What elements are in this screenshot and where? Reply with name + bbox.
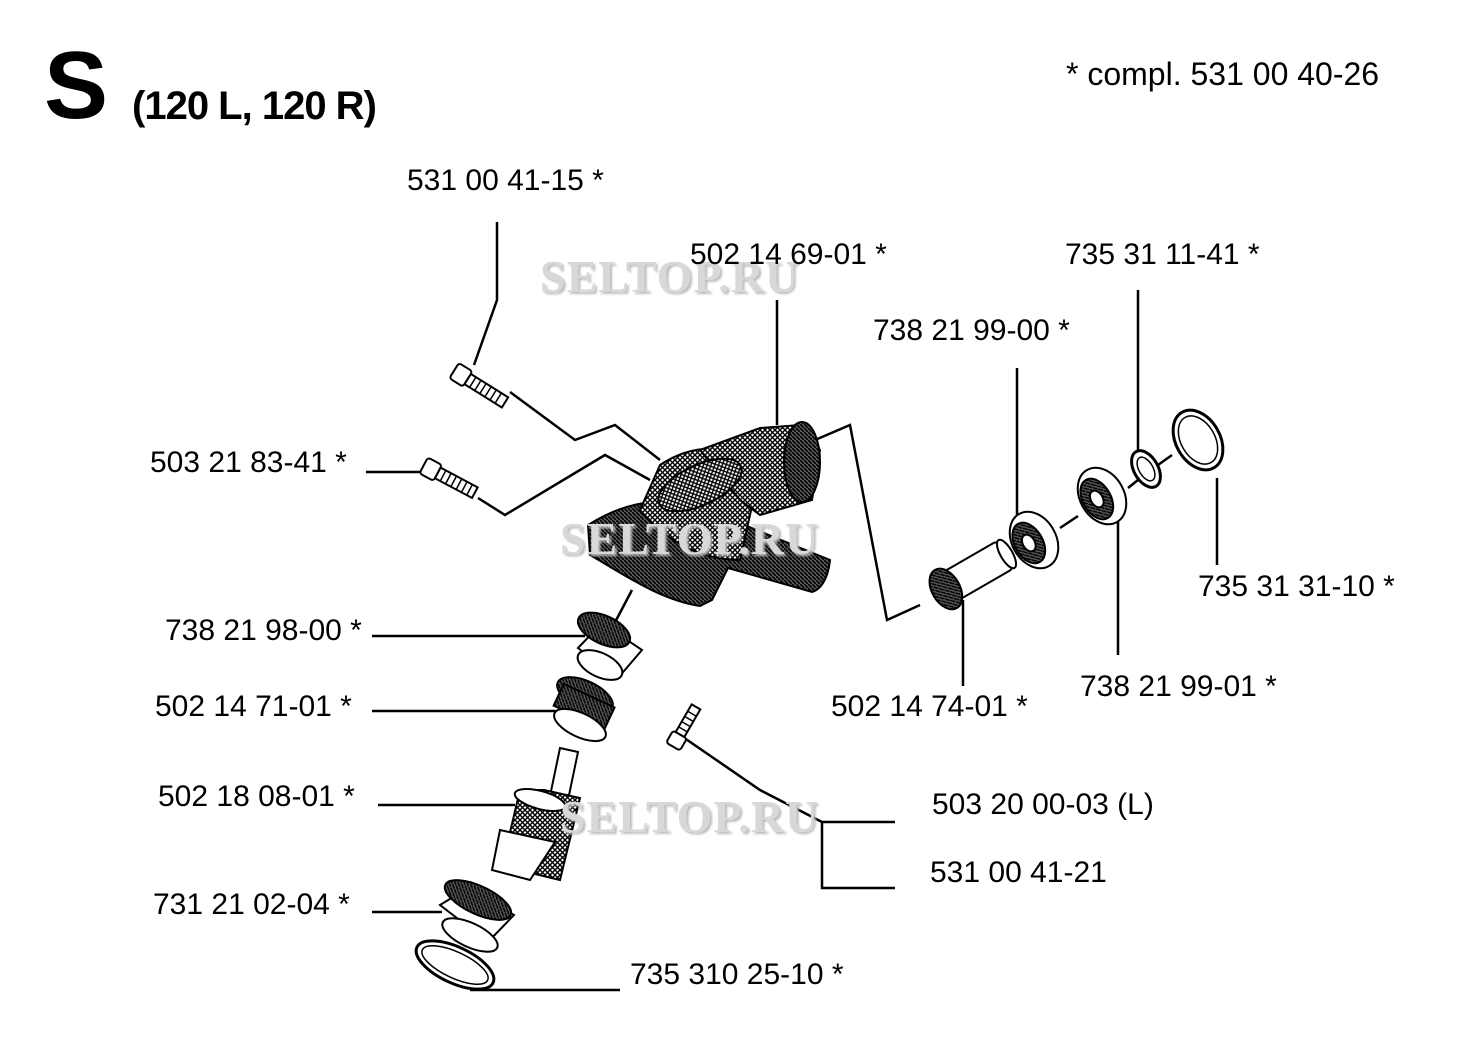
bearing-731-21-02-04 (438, 879, 516, 953)
section-models: (120 L, 120 R) (132, 84, 377, 128)
complete-assembly-note: * compl. 531 00 40-26 (1066, 56, 1380, 92)
part-label-503-21-83-41: 503 21 83-41 * (150, 446, 347, 479)
leader-531-00-41-21 (820, 822, 895, 890)
part-label-735-31-31-10: 735 31 31-10 * (1198, 570, 1395, 603)
part-label-502-18-08-01: 502 18 08-01 * (158, 780, 355, 813)
gear-housing-502-14-69-01 (586, 421, 832, 608)
screw-503-21-83-41 (419, 457, 480, 500)
watermark: SELTOP.RU (560, 791, 820, 842)
shaft-502-14-74-01 (928, 538, 1018, 611)
part-label-731-21-02-04: 731 21 02-04 * (153, 888, 350, 921)
watermark: SELTOP.RU (540, 251, 800, 302)
leader-lower-screw (679, 733, 823, 824)
part-label-738-21-99-00: 738 21 99-00 * (873, 314, 1070, 347)
part-label-738-21-98-00: 738 21 98-00 * (165, 614, 362, 647)
assembly-line-screw-1 (509, 390, 661, 461)
part-label-503-20-00-03: 503 20 00-03 (L) (932, 788, 1154, 821)
screw-531-00-41-15 (449, 363, 510, 409)
watermark: SELTOP.RU (560, 513, 820, 564)
bearing-738-21-98-00 (576, 611, 644, 681)
bearing-738-21-99-01 (1076, 466, 1128, 526)
bearing-738-21-99-00 (1008, 510, 1060, 570)
part-label-735-31-11-41: 735 31 11-41 * (1065, 238, 1260, 271)
part-label-502-14-71-01: 502 14 71-01 * (155, 690, 352, 723)
shaft-502-18-08-01 (490, 746, 582, 882)
circlip-735-310-25-10 (414, 939, 496, 991)
circlip-735-31-31-10 (1171, 408, 1225, 472)
assembly-line-screw-2 (477, 453, 651, 517)
leader-531-00-41-15 (472, 222, 499, 366)
part-label-502-14-74-01: 502 14 74-01 * (831, 690, 1028, 723)
section-letter: S (44, 32, 109, 139)
part-label-531-00-41-21: 531 00 41-21 (930, 856, 1107, 889)
gear-502-14-71-01 (552, 676, 616, 743)
part-label-502-14-69-01: 502 14 69-01 * (690, 238, 887, 271)
part-label-735-310-25-10: 735 310 25-10 * (630, 958, 844, 991)
assembly-line-housing-shaft (814, 423, 921, 622)
screw-503-20-00-03 (666, 702, 702, 751)
part-label-738-21-99-01: 738 21 99-01 * (1080, 670, 1277, 703)
part-label-531-00-41-15: 531 00 41-15 * (407, 164, 604, 197)
ring-735-31-11-41 (1130, 449, 1162, 489)
